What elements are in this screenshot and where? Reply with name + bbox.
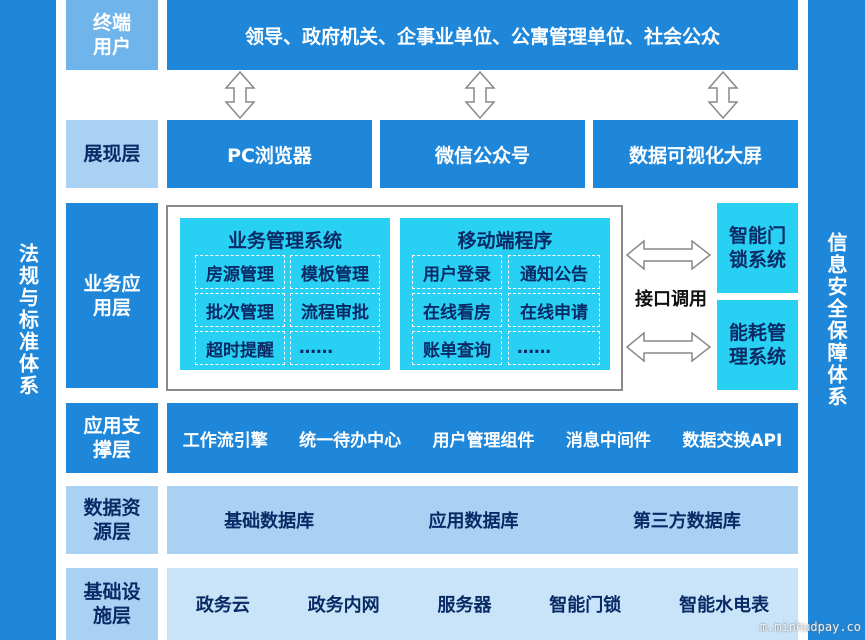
vertical-arrows xyxy=(224,70,739,120)
right-side-column: 信息安全保障体系 xyxy=(808,0,865,640)
double-arrow-icon xyxy=(625,239,712,271)
mobile-cell: …… xyxy=(508,331,600,365)
support-item: 工作流引擎 xyxy=(182,430,268,451)
mgmt-cell: 超时提醒 xyxy=(195,331,285,365)
mobile-cell: 通知公告 xyxy=(508,255,600,289)
infra-item: 智能水电表 xyxy=(679,595,770,616)
data-item: 基础数据库 xyxy=(224,511,315,532)
double-arrow-icon xyxy=(625,331,712,363)
double-arrow-icon xyxy=(224,70,256,120)
interface-call-label: 接口调用 xyxy=(635,289,707,310)
terminal-content: 领导、政府机关、企事业单位、公寓管理单位、社会公众 xyxy=(167,0,798,70)
infra-label: 基础设施层 xyxy=(66,568,158,640)
double-arrow-icon xyxy=(464,70,496,120)
display-item-pc: PC浏览器 xyxy=(167,120,372,188)
interface-arrows xyxy=(625,239,712,363)
data-item: 第三方数据库 xyxy=(632,511,741,532)
mgmt-cell: 批次管理 xyxy=(195,293,285,327)
infra-item: 政务内网 xyxy=(307,595,380,616)
mgmt-cell: …… xyxy=(290,331,380,365)
infra-item: 智能门锁 xyxy=(549,595,622,616)
right-side-label: 信息安全保障体系 xyxy=(824,232,848,408)
left-side-label: 法规与标准体系 xyxy=(15,243,40,397)
display-label: 展现层 xyxy=(66,120,158,188)
mgmt-cell: 流程审批 xyxy=(290,293,380,327)
mgmt-system: 业务管理系统 xyxy=(180,218,390,370)
terminal-label: 终端用户 xyxy=(66,0,158,70)
support-item: 数据交换API xyxy=(682,430,783,451)
mgmt-system-title: 业务管理系统 xyxy=(227,230,342,252)
double-arrow-icon xyxy=(707,70,739,120)
mgmt-cell: 模板管理 xyxy=(290,255,380,289)
data-item: 应用数据库 xyxy=(428,511,519,532)
infra-content: 政务云 政务内网 服务器 智能门锁 智能水电表 xyxy=(167,568,798,640)
data-label: 数据资源层 xyxy=(66,486,158,554)
mobile-app: 移动端程序 xyxy=(400,218,610,370)
business-label: 业务应用层 xyxy=(66,203,158,388)
infra-item: 政务云 xyxy=(195,595,250,616)
display-item-screen: 数据可视化大屏 xyxy=(593,120,798,188)
data-content: 基础数据库 应用数据库 第三方数据库 xyxy=(167,486,798,554)
support-label: 应用支撑层 xyxy=(66,403,158,473)
support-item: 用户管理组件 xyxy=(432,430,535,451)
support-item: 消息中间件 xyxy=(565,430,651,451)
mobile-cell: 账单查询 xyxy=(412,331,502,365)
watermark: m.minhudpay.co xyxy=(759,620,861,634)
energy-system: 能耗管理系统 xyxy=(717,300,798,390)
left-side-column: 法规与标准体系 xyxy=(0,0,56,640)
mobile-cell: 用户登录 xyxy=(412,255,502,289)
mobile-cell: 在线看房 xyxy=(412,293,502,327)
support-content: 工作流引擎 统一待办中心 用户管理组件 消息中间件 数据交换API xyxy=(167,403,798,473)
mobile-app-title: 移动端程序 xyxy=(457,230,553,252)
smart-lock-system: 智能门锁系统 xyxy=(717,203,798,293)
support-item: 统一待办中心 xyxy=(299,430,402,451)
infra-item: 服务器 xyxy=(437,595,492,616)
mobile-cell: 在线申请 xyxy=(508,293,600,327)
display-item-wechat: 微信公众号 xyxy=(380,120,585,188)
mgmt-cell: 房源管理 xyxy=(195,255,285,289)
